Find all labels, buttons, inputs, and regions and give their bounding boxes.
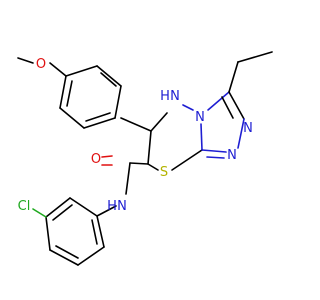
chlorine-label: Cl (18, 199, 31, 214)
fused-ring-nitrogen-label: N (195, 110, 205, 125)
ring-inner-double-bond (221, 96, 234, 119)
ring-bond (45, 216, 51, 251)
ring-bond (237, 118, 245, 149)
carbonyl-bond (101, 155, 113, 158)
amide-nitrogen-label: N (117, 199, 127, 214)
ring-inner-double-bond (55, 245, 79, 259)
methoxyphenyl-ring (59, 65, 122, 129)
ring-bond (207, 91, 230, 111)
ring-bond (45, 197, 71, 218)
chloro-bond (32, 208, 47, 218)
ring-bond (77, 246, 105, 266)
ring-bond (120, 117, 152, 132)
ring-bond (65, 65, 98, 77)
ether-bond (49, 62, 67, 77)
ring-bond (147, 163, 159, 171)
ring-inner-double-bond (100, 72, 117, 87)
triazole-nitrogen-upper-label: N (243, 121, 253, 136)
structure-canvas: O H N N N N O S H N Cl (17, 51, 273, 266)
ring-bond (59, 75, 67, 109)
amide-hydrogen-label: H (107, 199, 117, 214)
ring-bond (69, 197, 98, 217)
ring-bond (182, 104, 194, 111)
methoxy-group (17, 57, 67, 77)
ethyl-group (228, 51, 273, 93)
ring-bond (59, 107, 85, 129)
amide-c-n-bond (125, 162, 131, 195)
ring-bond (114, 85, 122, 119)
ring-bond (83, 117, 116, 129)
amide-oxygen-label: O (91, 152, 101, 167)
ethyl-bond (228, 61, 239, 93)
ring-bond (228, 91, 245, 120)
ring-bond (150, 112, 168, 132)
thiadiazine-ring (120, 104, 203, 171)
triazole-ring (201, 91, 245, 159)
ring-inner-double-bond (66, 80, 73, 107)
ring-inner-double-bond (91, 219, 98, 245)
chlorophenyl-ring (32, 197, 105, 266)
methyl-bond (17, 57, 34, 64)
molecule-structure-diagram: O H N N N N O S H N Cl (17, 51, 273, 266)
ethyl-bond (237, 51, 273, 63)
ring-bond (96, 215, 105, 248)
triazole-nitrogen-lower-label: N (227, 148, 237, 163)
amide-bond (129, 162, 149, 165)
sulfur-label: S (160, 165, 168, 180)
amine-hydrogen-label: H (160, 89, 170, 104)
ring-bond (171, 149, 203, 171)
ring-bond (201, 149, 227, 153)
n-aryl-bond (96, 205, 117, 217)
ring-inner-double-bond (85, 112, 111, 122)
ring-inner-double-bond (206, 156, 225, 159)
amine-nitrogen-label: N (170, 89, 180, 104)
ring-bond (96, 65, 122, 87)
ring-bond (147, 130, 152, 165)
ring-inner-double-bond (52, 204, 73, 221)
ring-bond (200, 123, 203, 151)
methoxy-oxygen-label: O (36, 57, 46, 72)
amide-group (96, 155, 149, 217)
ring-bond (49, 249, 79, 266)
